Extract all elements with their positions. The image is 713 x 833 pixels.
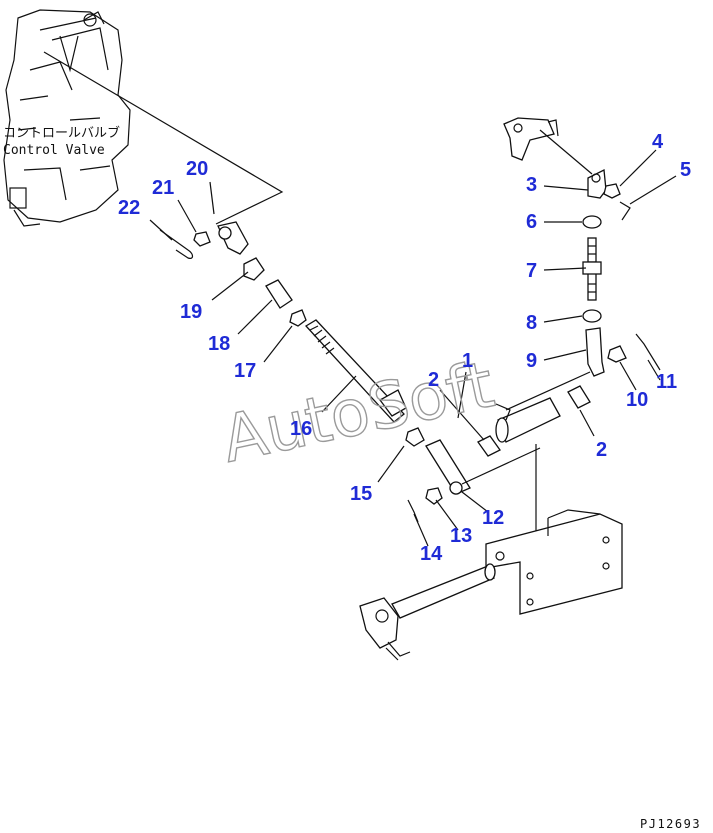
callout-3: 3 — [526, 174, 537, 196]
control-valve-label-jp: コントロールバルブ — [3, 125, 120, 141]
callout-10: 10 — [626, 389, 648, 411]
rod-end-assembly — [159, 221, 425, 447]
callout-2-left: 2 — [428, 369, 439, 391]
callout-11: 11 — [656, 371, 677, 393]
leader-lines — [149, 149, 677, 547]
callout-7: 7 — [526, 260, 537, 282]
callout-13: 13 — [450, 525, 472, 547]
upper-linkage — [503, 117, 661, 377]
callout-2-right: 2 — [596, 439, 607, 461]
callout-4: 4 — [652, 131, 664, 153]
callout-15: 15 — [350, 483, 372, 505]
callout-12: 12 — [482, 507, 504, 529]
callout-22: 22 — [118, 197, 140, 219]
callout-9: 9 — [526, 350, 537, 372]
callout-14: 14 — [420, 543, 443, 565]
drawing-code: PJ12693 — [640, 817, 701, 831]
callout-19: 19 — [180, 301, 202, 323]
callout-21: 21 — [152, 177, 174, 199]
callout-20: 20 — [186, 158, 208, 180]
callout-6: 6 — [526, 211, 537, 233]
callout-5: 5 — [680, 159, 691, 181]
callout-8: 8 — [526, 312, 537, 334]
control-valve-label: コントロールバルブ Control Valve — [3, 125, 120, 158]
callout-numbers: 20 21 22 19 18 17 16 15 1 2 2 3 4 5 6 7 … — [118, 131, 691, 565]
callout-18: 18 — [208, 333, 230, 355]
callout-16: 16 — [290, 418, 312, 440]
control-valve-label-en: Control Valve — [3, 143, 105, 158]
pivot-shaft-assembly — [359, 371, 623, 661]
callout-17: 17 — [234, 360, 256, 382]
control-valve-drawing — [3, 9, 284, 227]
callout-1: 1 — [462, 350, 473, 372]
